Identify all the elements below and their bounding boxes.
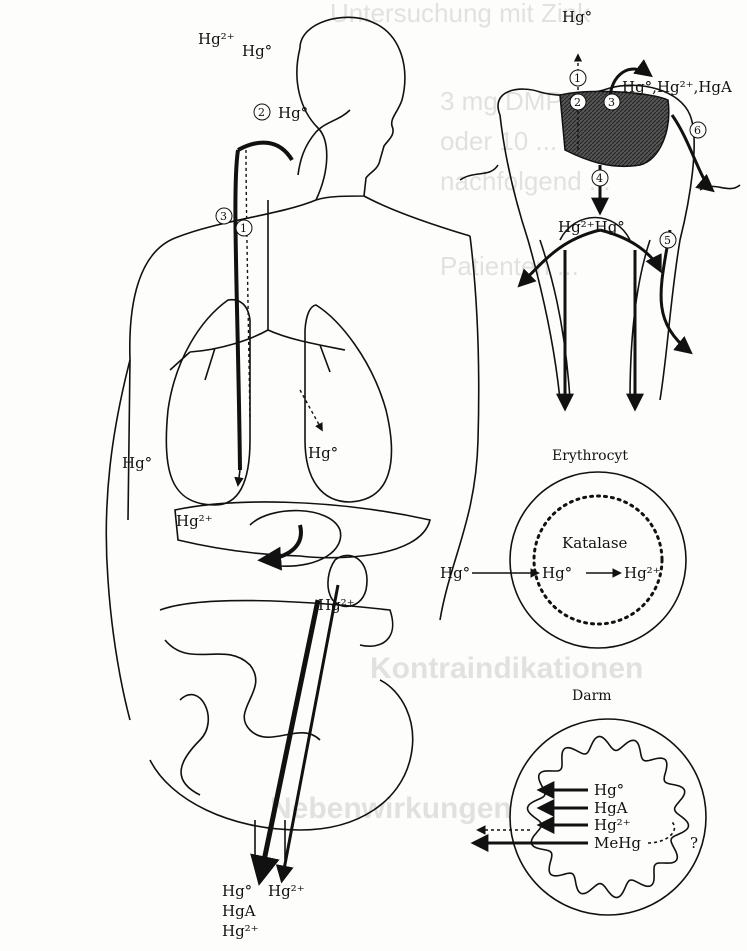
erythrocyte-title: Erythrocyt [552,448,628,464]
excretion-hg0-label: Hg° [222,882,252,900]
lung-arrow-left [238,470,240,485]
pathway-thick-left [235,150,240,470]
excretion-hg2-label: Hg²⁺ [222,922,259,940]
tooth-number: 5 [664,234,671,247]
erythrocyte-outer [510,472,686,648]
excretion-hga-label: HgA [222,902,256,920]
tooth-inner-label: Hg²⁺Hg° [558,218,625,236]
left-arm [106,360,130,720]
excretion-right-hg2-label: Hg²⁺ [268,882,305,900]
right-lung [305,305,391,502]
erythrocyte-inner [534,496,662,624]
ghost-text: nachfolgend ... [440,166,611,196]
lung-right-hg0-label: Hg° [308,444,338,462]
erythrocyte-diagram: Erythrocyt Katalase Hg° Hg° Hg²⁺ [440,448,686,648]
intestine-unknown-label: ? [690,834,698,852]
catalase-label: Katalase [562,534,628,552]
tooth-vapor-label: Hg° [562,8,592,26]
intestine-hg0-label: Hg° [594,781,624,799]
body-path-numbers: 2 3 1 [216,104,270,236]
tooth-number: 4 [596,172,603,185]
left-shoulder [128,200,316,520]
ghost-text: Untersuchung mit Zink [330,0,591,28]
tooth-number: 1 [574,72,581,85]
kidney-hg2-label: Hg²⁺ [318,596,355,614]
erythrocyte-outside-label: Hg° [440,564,470,582]
ghost-text: Patienten ... [440,251,579,281]
tooth-number: 3 [608,96,615,109]
head-outline [300,17,405,200]
lung-arrow-right [300,390,322,430]
tooth-diagram: 1 2 3 4 5 6 Hg° Hg°,Hg²⁺,HgA Hg²⁺Hg° [460,8,740,408]
stomach-hg2-label: Hg²⁺ [176,512,213,530]
right-shoulder [364,196,470,236]
nose-hg0-label: Hg° [278,104,308,122]
tooth-right-branch [600,230,660,270]
intestine-hg2-label: Hg²⁺ [594,816,631,834]
right-torso [440,236,479,620]
head-hg2-label: Hg²⁺ [198,30,235,48]
intestine-mehg-label: MeHg [594,834,641,852]
head-hg0-label: Hg° [242,42,272,60]
intestine-title: Darm [572,688,612,704]
intestine-hga-label: HgA [594,799,628,817]
ghost-text: Kontraindikationen [370,652,643,685]
tooth-number: 6 [694,124,701,137]
erythrocyte-inside-label: Hg° [542,564,572,582]
path-number: 3 [220,210,227,223]
pathway-dotted [246,150,250,420]
bronchial-tree [170,200,345,380]
lung-left-hg0-label: Hg° [122,454,152,472]
tooth-number: 2 [574,96,581,109]
back-of-head [297,48,327,200]
path-number: 1 [240,222,247,235]
tooth-emission-label: Hg°,Hg²⁺,HgA [622,78,732,96]
tooth-bone-arrow [661,230,690,352]
path-number: 2 [258,106,265,119]
ghost-text: Nebenwirkungen [270,792,512,825]
erythrocyte-product-label: Hg²⁺ [624,564,661,582]
